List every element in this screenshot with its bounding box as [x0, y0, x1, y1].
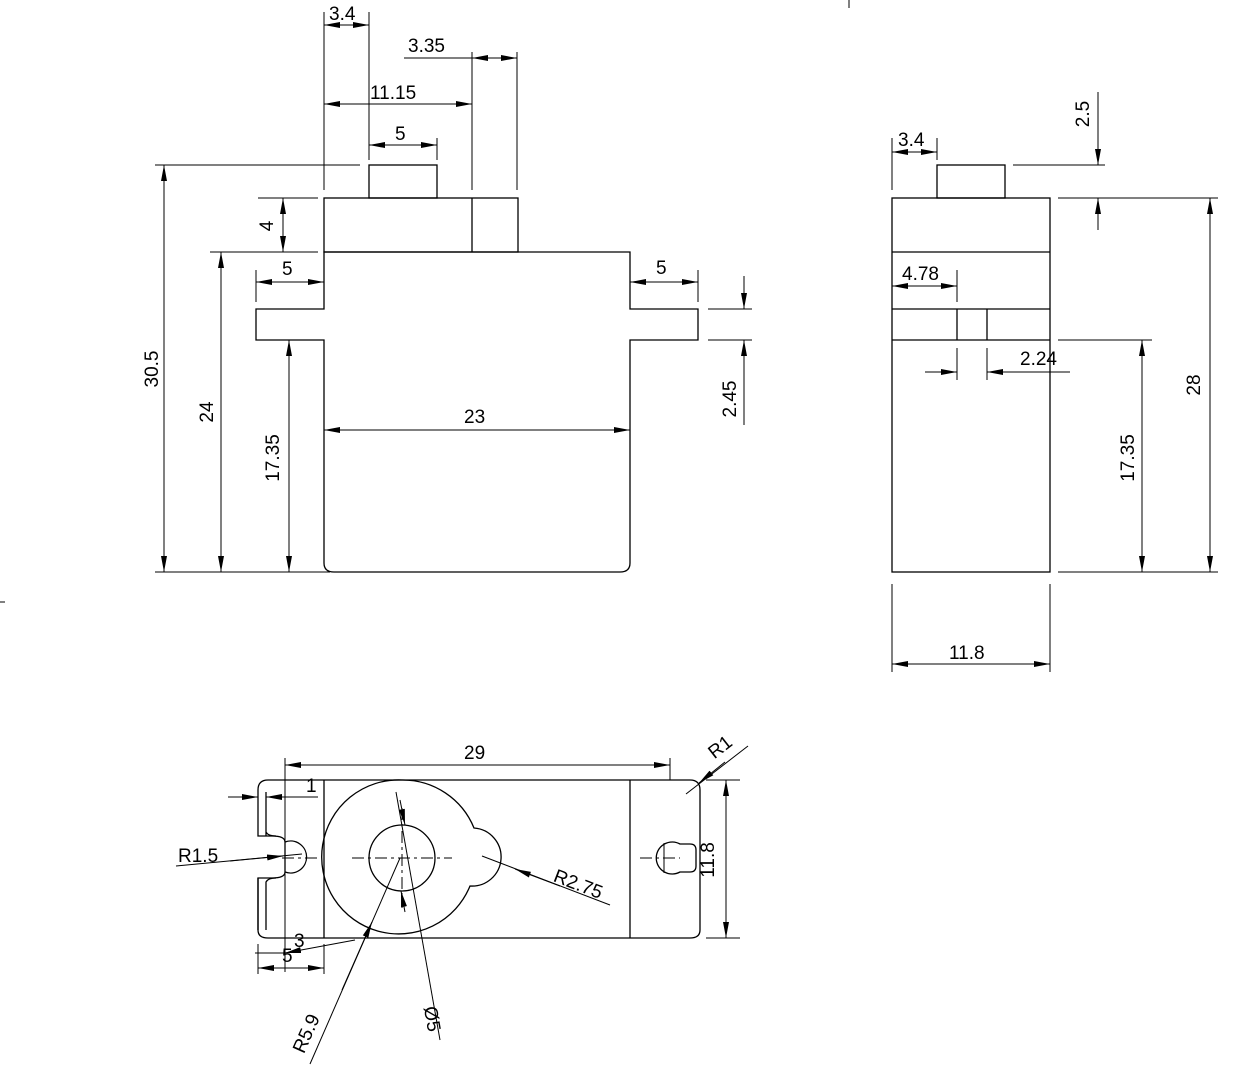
- side-body-outline: [891, 197, 1051, 573]
- front-extension-lines: [155, 12, 752, 573]
- dim-front-body-width: 23: [464, 407, 485, 428]
- dim-front-flange-thickness: 2.45: [720, 381, 741, 418]
- top-dimension-lines: [175, 745, 749, 1065]
- dim-side-overall-height: 28: [1184, 374, 1205, 395]
- dim-top-lobe-radius: R2.75: [551, 866, 606, 904]
- dim-side-ear-depth: 4.78: [902, 264, 939, 285]
- dim-top-overall-length: 29: [464, 743, 485, 764]
- dim-side-shaft-height: 2.5: [1073, 101, 1094, 127]
- top-right-hole: [655, 841, 697, 875]
- top-left-hole: [284, 840, 308, 874]
- dim-side-ear-slot: 2.24: [1020, 349, 1057, 370]
- dim-front-flange-left: 5: [282, 259, 293, 280]
- dim-front-boss-step: 3.35: [408, 36, 445, 57]
- dim-front-body-height: 24: [197, 401, 218, 423]
- top-extension-lines: [257, 758, 740, 974]
- dim-top-gear-radius: R5.9: [289, 1011, 325, 1056]
- side-shaft: [936, 164, 1006, 199]
- dim-front-top-to-boss: 11.15: [370, 83, 416, 104]
- front-body-outline: [255, 251, 699, 573]
- dim-top-shaft-diameter: Ø5: [419, 1005, 444, 1034]
- dim-side-shaft-offset: 3.4: [898, 130, 925, 151]
- front-view: 3.4 3.35 11.15 5 4 5 5 30.5 24 17.35 2.4…: [142, 4, 752, 573]
- dim-top-edge-offset: 1: [306, 776, 317, 797]
- dim-side-flange-height: 17.35: [1118, 434, 1139, 482]
- top-left-slot: [257, 792, 277, 930]
- dim-front-overall-height: 30.5: [142, 351, 163, 388]
- side-dimension-lines: [892, 92, 1213, 667]
- front-dimension-lines: [161, 22, 747, 572]
- dim-front-shaft-offset: 3.4: [329, 4, 356, 25]
- side-extension-lines: [891, 138, 1218, 672]
- front-top-step: [323, 197, 519, 253]
- dim-front-flange-height: 17.35: [263, 434, 284, 482]
- front-shaft: [368, 164, 438, 199]
- dim-top-body-depth: 11.8: [698, 842, 719, 878]
- dim-top-slot-offset: 3: [294, 931, 305, 952]
- top-center-lines: [282, 808, 680, 908]
- dim-front-top-step-height: 4: [257, 220, 278, 231]
- dim-front-flange-right: 5: [656, 258, 667, 279]
- dim-top-hole-radius: R1.5: [178, 846, 218, 867]
- top-gear-outline: [321, 779, 502, 935]
- side-view: 3.4 2.5 4.78 2.24 17.35 28 11.8: [891, 92, 1218, 672]
- dim-top-flange-width: 5: [282, 946, 293, 967]
- dim-front-shaft-width: 5: [395, 124, 406, 145]
- top-view: 29 R1 1 R1.5 R2.75 11.8 3 5 R5.9 Ø5: [175, 732, 749, 1065]
- dim-side-body-depth: 11.8: [949, 643, 985, 664]
